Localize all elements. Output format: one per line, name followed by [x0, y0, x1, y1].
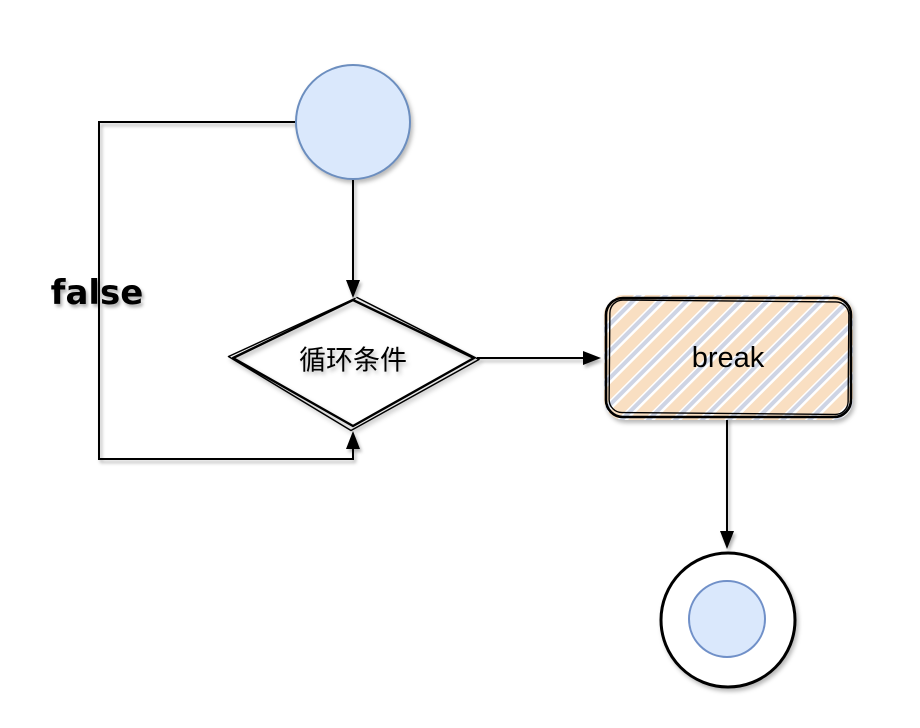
break-node-label: break [692, 342, 765, 374]
condition-node-label: 循环条件 [299, 346, 407, 377]
edge-label-false-group: false [51, 273, 144, 313]
end-node[interactable] [659, 551, 797, 689]
edge-label-false: false [51, 273, 144, 313]
start-node[interactable] [295, 64, 411, 180]
start-node-circle[interactable] [295, 64, 411, 180]
condition-node-diamond-sketch-line [227, 296, 480, 432]
edge-false-loop-path[interactable] [98, 121, 360, 460]
condition-node[interactable]: 循环条件 [227, 296, 480, 432]
break-node-rect-sketch-line [608, 299, 850, 416]
break-node-fill [604, 295, 853, 420]
break-node-rect[interactable] [604, 296, 853, 419]
break-node[interactable]: break [604, 295, 853, 420]
edge-false-loop[interactable] [98, 121, 360, 460]
end-node-inner-circle [688, 580, 766, 658]
condition-node-diamond[interactable] [231, 298, 476, 428]
